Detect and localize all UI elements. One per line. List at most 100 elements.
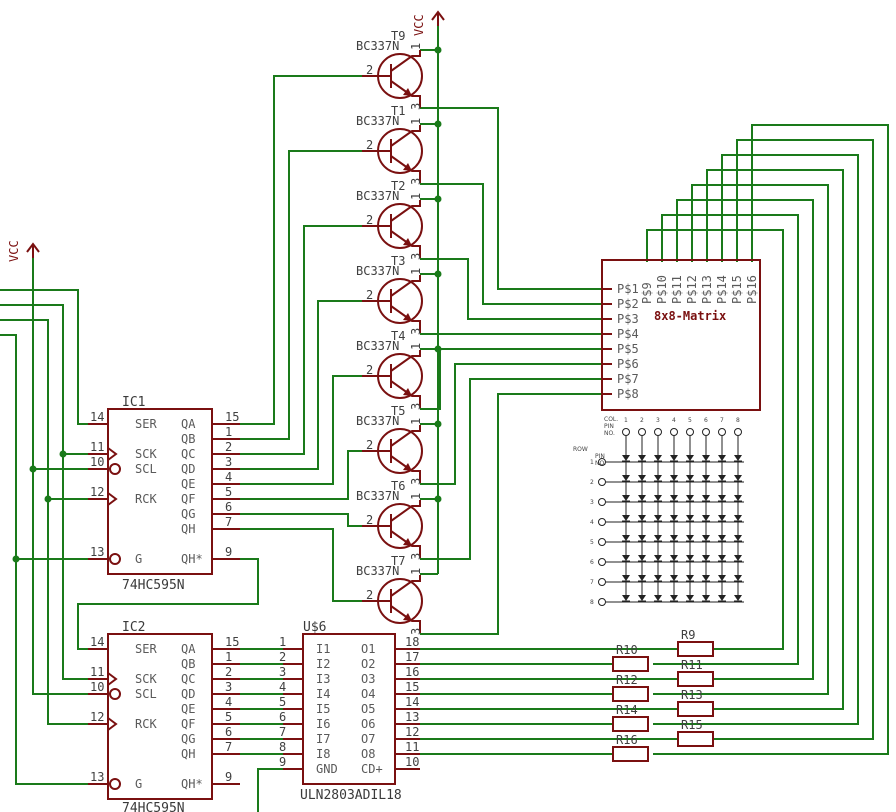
pinout-row-number: 7: [590, 579, 594, 586]
transistor-name: T4: [391, 329, 405, 343]
uln-pin-num-right: 13: [405, 710, 419, 724]
transistor-emitter-pin: 3: [409, 328, 423, 335]
transistor-name: T9: [391, 29, 405, 43]
transistor-name: T2: [391, 179, 405, 193]
ic2-pin-num-left: 11: [90, 665, 104, 679]
ic1-pin-num-right: 9: [225, 545, 232, 559]
uln-pin-num-left: 2: [279, 650, 286, 664]
uln-pin-name-left: I4: [316, 687, 330, 701]
uln-pin-num-right: 15: [405, 680, 419, 694]
matrix-col-pin: P$11: [670, 275, 684, 304]
ic2-pin-name-right: QC: [181, 672, 195, 686]
transistor-base-pin: 2: [366, 588, 373, 602]
pinout-row-number: 2: [590, 479, 594, 486]
ic2-pin-name-right: QH*: [181, 777, 203, 791]
transistor-base-pin: 2: [366, 288, 373, 302]
ic1-pin-name-right: QH: [181, 522, 195, 536]
transistor-part: BC337N: [356, 564, 399, 578]
resistor-label: R10: [616, 643, 638, 657]
uln-pin-num-right: 16: [405, 665, 419, 679]
vcc-right-symbol: VCC: [412, 10, 445, 36]
pinout-col-header: COL.: [604, 416, 618, 423]
ic1-name: IC1: [122, 395, 145, 410]
ic1-pin-name-left: G: [135, 552, 142, 566]
pinout-col-number: 6: [704, 417, 708, 424]
transistor-collector-pin: 1: [409, 43, 423, 50]
transistor-emitter-pin: 3: [409, 478, 423, 485]
resistor-r9: R9: [677, 628, 714, 657]
ic2-pin-num-left: 13: [90, 770, 104, 784]
uln-pin-num-left: 8: [279, 740, 286, 754]
uln-pin-name-left: I8: [316, 747, 330, 761]
ic2-pin-name-right: QA: [181, 642, 196, 656]
pinout-row-number: 8: [590, 599, 594, 606]
matrix-row-pin: P$3: [617, 312, 639, 326]
transistor-base-pin: 2: [366, 138, 373, 152]
transistor-collector-pin: 1: [409, 268, 423, 275]
ic2-pin-num-right: 15: [225, 635, 239, 649]
uln-pin-num-left: 9: [279, 755, 286, 769]
resistor-r14: R14: [612, 703, 649, 732]
pinout-col-number: 8: [736, 417, 740, 424]
ic1-pin-name-right: QA: [181, 417, 196, 431]
uln-pin-num-right: 14: [405, 695, 419, 709]
uln-pin-name-left: I2: [316, 657, 330, 671]
matrix-row-pin: P$2: [617, 297, 639, 311]
pinout-row-number: 3: [590, 499, 594, 506]
resistor-label: R9: [681, 628, 695, 642]
matrix-row-pin: P$1: [617, 282, 639, 296]
ic2-pin-name-right: QB: [181, 657, 195, 671]
ic2-pin-num-right: 7: [225, 740, 232, 754]
transistor-name: T7: [391, 554, 405, 568]
pinout-row-header: PIN: [595, 453, 605, 460]
resistor-r11: R11: [677, 658, 714, 687]
uln-pin-num-left: 5: [279, 695, 286, 709]
uln-pin-name-left: I3: [316, 672, 330, 686]
ic1-part: 74HC595N: [122, 578, 185, 593]
uln-pin-name-right: O4: [361, 687, 375, 701]
uln-pin-name-right: O5: [361, 702, 375, 716]
ic1-pin-name-right: QF: [181, 492, 195, 506]
matrix-row-pin: P$6: [617, 357, 639, 371]
transistor-part: BC337N: [356, 414, 399, 428]
ic2-pin-num-left: 14: [90, 635, 104, 649]
uln-pin-name-right: O3: [361, 672, 375, 686]
ic2-pin-name-left: SCK: [135, 672, 157, 686]
uln-pin-name-right: O6: [361, 717, 375, 731]
transistor-part: BC337N: [356, 39, 399, 53]
transistor-base-pin: 2: [366, 363, 373, 377]
transistor-base-pin: 2: [366, 63, 373, 77]
ic2-pin-name-left: G: [135, 777, 142, 791]
matrix-row-pin: P$4: [617, 327, 639, 341]
ic1-pin-name-right: QD: [181, 462, 195, 476]
ic1-pin-num-right: 2: [225, 440, 232, 454]
transistor-base-pin: 2: [366, 213, 373, 227]
pinout-col-number: 4: [672, 417, 676, 424]
uln-pin-name-left: I6: [316, 717, 330, 731]
ic2-pin-num-right: 1: [225, 650, 232, 664]
transistor-emitter-pin: 3: [409, 628, 423, 635]
ic1-pin-name-left: RCK: [135, 492, 157, 506]
ic2-pin-name-right: QF: [181, 717, 195, 731]
ic1-pin-name-right: QH*: [181, 552, 203, 566]
pinout-col-number: 7: [720, 417, 724, 424]
resistor-label: R14: [616, 703, 638, 717]
ic1-pin-num-left: 11: [90, 440, 104, 454]
transistor-part: BC337N: [356, 189, 399, 203]
ic2-pin-num-left: 12: [90, 710, 104, 724]
matrix-row-pin: P$8: [617, 387, 639, 401]
resistor-r13: R13: [677, 688, 714, 717]
uln-pin-name-right: O2: [361, 657, 375, 671]
resistor-r16: R16: [612, 733, 649, 762]
ic1-pin-name-left: SCL: [135, 462, 157, 476]
ic2-pin-name-right: QE: [181, 702, 195, 716]
uln-pin-num-right: 17: [405, 650, 419, 664]
